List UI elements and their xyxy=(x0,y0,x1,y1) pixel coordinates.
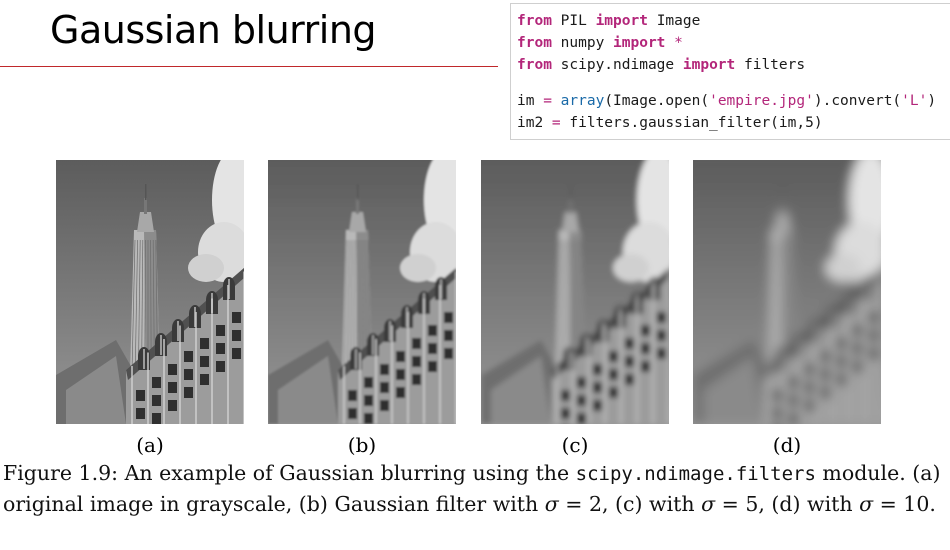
code-blank-line xyxy=(517,76,950,90)
code-snippet: from PIL import Image from numpy import *… xyxy=(510,3,950,140)
code-line-5: im2 = filters.gaussian_filter(im,5) xyxy=(517,115,823,131)
slide-title: Gaussian blurring xyxy=(50,8,377,52)
code-line-1: from PIL import Image xyxy=(517,13,701,29)
empire-photo-sigma-2 xyxy=(268,160,456,424)
empire-photo-original xyxy=(56,160,244,424)
empire-photo-sigma-10 xyxy=(693,160,881,424)
panel-label-c: (c) xyxy=(561,433,589,457)
code-line-3: from scipy.ndimage import filters xyxy=(517,57,806,73)
code-line-4: im = array(Image.open('empire.jpg').conv… xyxy=(517,93,937,109)
panel-label-d: (d) xyxy=(772,433,802,457)
panel-label-a: (a) xyxy=(136,433,164,457)
figure-caption: Figure 1.9: An example of Gaussian blurr… xyxy=(3,461,941,516)
title-divider xyxy=(0,66,498,67)
empire-photo-sigma-5 xyxy=(481,160,669,424)
panel-label-b: (b) xyxy=(347,433,377,457)
code-line-2: from numpy import * xyxy=(517,35,683,51)
